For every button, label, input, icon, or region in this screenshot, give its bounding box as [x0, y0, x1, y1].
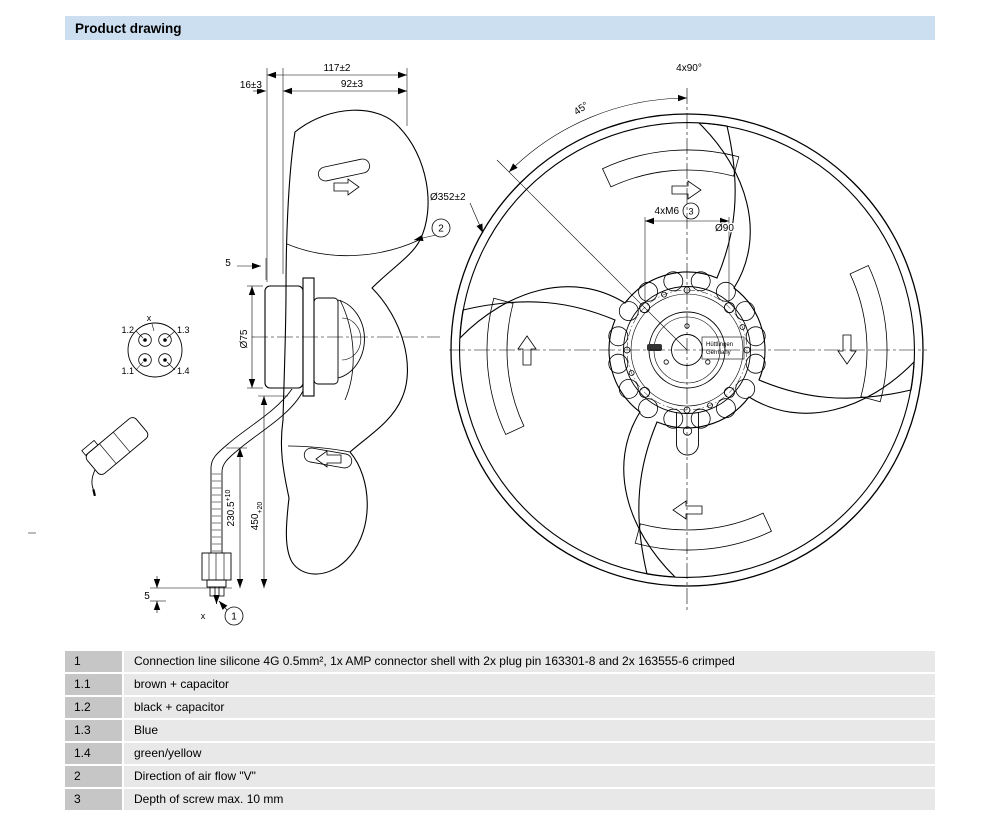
mounting-holes: [623, 286, 751, 414]
connector-pin-detail: x 1.2 1.3 1.1 1.4: [121, 313, 190, 378]
pin-label-13: 1.3: [177, 325, 190, 335]
dim-117: 117±2: [324, 63, 351, 74]
hub-plate: [313, 297, 339, 385]
pin-label-14: 1.4: [177, 366, 190, 376]
amp-connector-lower: [206, 579, 227, 588]
dim-d90: Ø90: [715, 223, 734, 234]
nameplate-line2: Germany: [706, 350, 731, 356]
legend-num-3: 3: [65, 789, 122, 810]
blade-edge-line: [286, 239, 420, 257]
legend-desc-1-3: Blue: [124, 720, 935, 741]
svg-text:2: 2: [438, 224, 444, 235]
legend-desc-1-1: brown + capacitor: [124, 674, 935, 695]
side-view: 117±2 92±3 16±3 5 Ø75 x: [81, 63, 451, 626]
dim-230: 230.5+10: [225, 489, 237, 526]
cable-gland: [676, 412, 699, 456]
legend-num-1-1: 1.1: [65, 674, 122, 695]
section-x-top: x: [147, 313, 152, 323]
spinner-dome: [337, 299, 365, 379]
dim-d352: Ø352±2: [430, 192, 466, 203]
legend-desc-1-4: green/yellow: [124, 743, 935, 764]
page-title: Product drawing: [75, 20, 182, 36]
airflow-arrow: [333, 178, 360, 196]
legend-table: 1 Connection line silicone 4G 0.5mm², 1x…: [65, 651, 935, 810]
blade-edge-line: [287, 445, 351, 453]
cable-braid: [212, 473, 221, 552]
legend-desc-3: Depth of screw max. 10 mm: [124, 789, 935, 810]
callout-1: 1: [218, 600, 244, 626]
dim-450: 450+20: [250, 502, 264, 531]
dim-45: 45°: [572, 100, 591, 118]
dim-4xm6: 4xM6: [655, 206, 680, 217]
section-header: Product drawing: [65, 16, 935, 40]
pin-label-11: 1.1: [121, 366, 134, 376]
legend-num-1: 1: [65, 651, 122, 672]
amp-connector-shell: [81, 417, 149, 497]
legend-desc-1: Connection line silicone 4G 0.5mm², 1x A…: [124, 651, 935, 672]
blade-slot: [318, 158, 370, 182]
dim-92: 92±3: [341, 79, 364, 90]
legend-num-2: 2: [65, 766, 122, 787]
legend-desc-2: Direction of air flow "V": [124, 766, 935, 787]
airflow-arrow: [315, 450, 342, 468]
hole-axis-45: [496, 159, 688, 351]
cable-outline: [221, 390, 304, 553]
svg-text:1: 1: [231, 612, 237, 623]
legend-num-1-4: 1.4: [65, 743, 122, 764]
dim-5-front: 5: [225, 258, 231, 269]
gland-screw: [682, 426, 693, 436]
pin-label-12: 1.2: [121, 325, 134, 335]
dim-16: 16±3: [240, 80, 263, 91]
side-blade-silhouette: [280, 109, 429, 575]
plug-pin: [218, 586, 225, 597]
nameplate: Hüttlingen Germany: [701, 336, 745, 360]
nameplate-line1: Hüttlingen: [706, 342, 733, 348]
blade-edge-line: [339, 299, 354, 401]
front-view: Hüttlingen Germany 45° 4x90° Ø352±2 4xM6…: [430, 63, 927, 612]
callout-3: 3: [682, 202, 700, 220]
motor-body: [264, 285, 304, 389]
section-x-bottom: x: [201, 611, 206, 621]
plug-pin: [209, 586, 216, 597]
legend-num-1-2: 1.2: [65, 697, 122, 718]
dim-4x90: 4x90°: [676, 63, 702, 74]
legend-num-1-3: 1.3: [65, 720, 122, 741]
cable-outline: [210, 388, 293, 553]
dim-d75: Ø75: [239, 329, 250, 348]
legend-desc-1-2: black + capacitor: [124, 697, 935, 718]
svg-text:3: 3: [688, 207, 693, 217]
blade-slot: [303, 447, 353, 469]
product-drawing-canvas: 117±2 92±3 16±3 5 Ø75 x: [28, 63, 927, 626]
callout-2: 2: [413, 218, 451, 242]
spinner-line: [341, 317, 362, 361]
bolt-circle: [626, 289, 748, 411]
brand-logo-mark: [647, 344, 662, 351]
dim-5-pin: 5: [144, 591, 150, 602]
amp-connector-housing: [201, 552, 232, 581]
